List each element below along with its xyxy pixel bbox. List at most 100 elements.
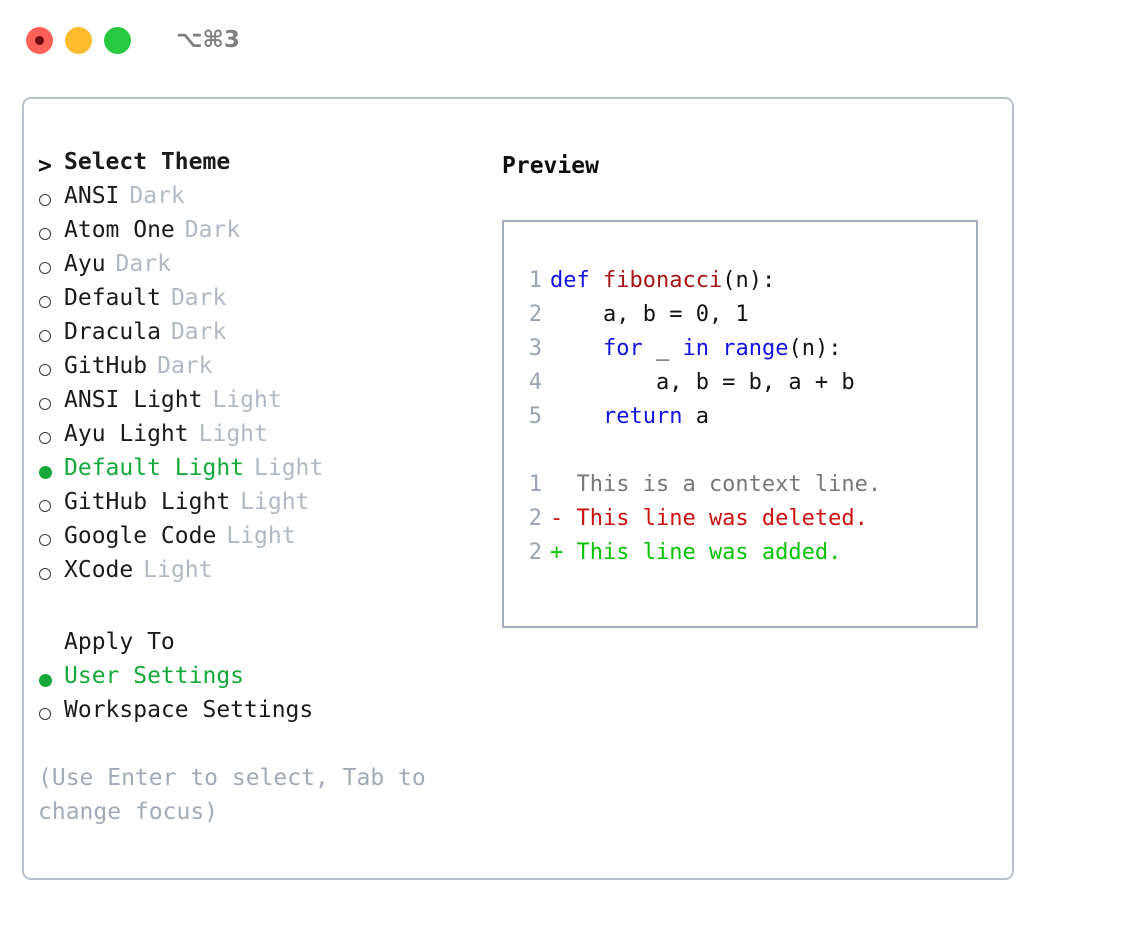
theme-label: Atom One: [64, 217, 175, 243]
theme-label: ANSI Light: [64, 387, 203, 413]
title-bar: ⌥⌘3: [0, 0, 1140, 80]
radio-unselected-icon[interactable]: [38, 489, 64, 523]
diff-text: This is a context line.: [550, 472, 882, 497]
theme-variant-tag: Dark: [115, 251, 171, 277]
blank-marker: [38, 629, 64, 663]
diff-text: - This line was deleted.: [550, 506, 868, 531]
radio-unselected-icon[interactable]: [38, 183, 64, 217]
theme-label: Default: [64, 285, 161, 311]
radio-unselected-icon[interactable]: [38, 387, 64, 421]
section-spacer: [38, 591, 478, 629]
radio-unselected-icon[interactable]: [38, 697, 64, 731]
theme-item-github[interactable]: GitHub Dark: [38, 353, 478, 387]
diff-line-added: 2 + This line was added.: [504, 536, 976, 570]
theme-label: GitHub: [64, 353, 148, 379]
code-line: 5 return a: [504, 400, 976, 434]
close-icon: [35, 35, 44, 45]
select-theme-label: Select Theme: [64, 149, 231, 175]
theme-item-default-light[interactable]: Default Light Light: [38, 455, 478, 489]
line-number: 2: [528, 506, 542, 531]
theme-variant-tag: Dark: [157, 353, 213, 379]
dialog-panel: > Select Theme ANSI Dark Atom One Dark A…: [22, 97, 1014, 880]
code-token-keyword: in: [682, 336, 709, 361]
radio-unselected-icon[interactable]: [38, 523, 64, 557]
line-number: 4: [528, 370, 542, 395]
window-controls: [26, 26, 131, 54]
code-token-plain: [550, 400, 603, 434]
maximize-button[interactable]: [104, 26, 131, 54]
theme-variant-tag: Light: [240, 489, 310, 515]
theme-variant-tag: Dark: [184, 217, 241, 243]
radio-unselected-icon[interactable]: [38, 557, 64, 591]
theme-variant-tag: Dark: [129, 183, 185, 209]
minimize-button[interactable]: [65, 26, 92, 54]
theme-label: ANSI: [64, 183, 120, 209]
code-token-plain: a: [682, 404, 709, 429]
diff-line-context: 1 This is a context line.: [504, 468, 976, 502]
line-number: 2: [528, 302, 542, 327]
code-token-plain: (n):: [788, 336, 842, 361]
apply-to-option-label: User Settings: [64, 663, 245, 689]
line-number: 1: [528, 472, 542, 497]
theme-variant-tag: Light: [254, 455, 324, 481]
theme-variant-tag: Light: [212, 387, 282, 413]
close-button[interactable]: [26, 26, 53, 54]
radio-unselected-icon[interactable]: [38, 285, 64, 319]
theme-picker-column: > Select Theme ANSI Dark Atom One Dark A…: [38, 149, 478, 829]
radio-unselected-icon[interactable]: [38, 251, 64, 285]
preview-column: Preview 1 def fibonacci (n): 2 a, b = 0,…: [502, 149, 992, 628]
keyboard-shortcut-label: ⌥⌘3: [176, 27, 240, 53]
theme-item-ayu[interactable]: Ayu Dark: [38, 251, 478, 285]
theme-item-default[interactable]: Default Dark: [38, 285, 478, 319]
theme-variant-tag: Dark: [170, 319, 227, 345]
theme-item-dracula[interactable]: Dracula Dark: [38, 319, 478, 353]
apply-to-item-workspace-settings[interactable]: Workspace Settings: [38, 697, 478, 731]
code-line: 1 def fibonacci (n):: [504, 264, 976, 298]
diff-text: + This line was added.: [550, 540, 842, 565]
theme-label: GitHub Light: [64, 489, 231, 515]
theme-item-xcode[interactable]: XCode Light: [38, 557, 478, 591]
code-token-keyword: for: [602, 336, 643, 361]
code-token-plain: a, b = b, a + b: [550, 370, 855, 395]
theme-label: Dracula: [64, 319, 161, 345]
code-line: 4 a, b = b, a + b: [504, 366, 976, 400]
apply-to-label: Apply To: [64, 629, 175, 655]
code-token-plain: _: [642, 336, 683, 361]
radio-selected-icon[interactable]: [38, 663, 64, 697]
code-token-plain: [709, 332, 722, 366]
code-token-keyword: range: [722, 336, 789, 361]
code-token-plain: [550, 332, 603, 366]
diff-line-deleted: 2 - This line was deleted.: [504, 502, 976, 536]
theme-variant-tag: Light: [143, 557, 213, 583]
theme-variant-tag: Light: [198, 421, 268, 447]
keyboard-hint-text: (Use Enter to select, Tab to change focu…: [38, 765, 426, 825]
select-theme-heading: > Select Theme: [38, 149, 478, 183]
radio-unselected-icon[interactable]: [38, 217, 64, 251]
code-token-plain: a, b = 0, 1: [550, 302, 749, 327]
code-line: 2 a, b = 0, 1: [504, 298, 976, 332]
theme-label: XCode: [64, 557, 134, 583]
line-number: 3: [528, 336, 542, 361]
line-number: 1: [528, 268, 542, 293]
radio-unselected-icon[interactable]: [38, 353, 64, 387]
theme-item-ansi-light[interactable]: ANSI Light Light: [38, 387, 478, 421]
theme-item-github-light[interactable]: GitHub Light Light: [38, 489, 478, 523]
theme-item-ayu-light[interactable]: Ayu Light Light: [38, 421, 478, 455]
theme-label: Default Light: [64, 455, 245, 481]
theme-item-atom-one[interactable]: Atom One Dark: [38, 217, 478, 251]
theme-variant-tag: Dark: [170, 285, 227, 311]
radio-unselected-icon[interactable]: [38, 319, 64, 353]
radio-selected-icon[interactable]: [38, 455, 64, 489]
theme-item-ansi[interactable]: ANSI Dark: [38, 183, 478, 217]
caret-icon: >: [38, 152, 52, 179]
theme-variant-tag: Light: [226, 523, 296, 549]
line-number: 2: [528, 540, 542, 565]
radio-unselected-icon[interactable]: [38, 421, 64, 455]
theme-item-google-code[interactable]: Google Code Light: [38, 523, 478, 557]
line-number: 5: [528, 404, 542, 429]
code-token-function: fibonacci: [602, 268, 723, 293]
apply-to-item-user-settings[interactable]: User Settings: [38, 663, 478, 697]
apply-to-option-label: Workspace Settings: [64, 697, 314, 723]
theme-label: Ayu Light: [64, 421, 189, 447]
